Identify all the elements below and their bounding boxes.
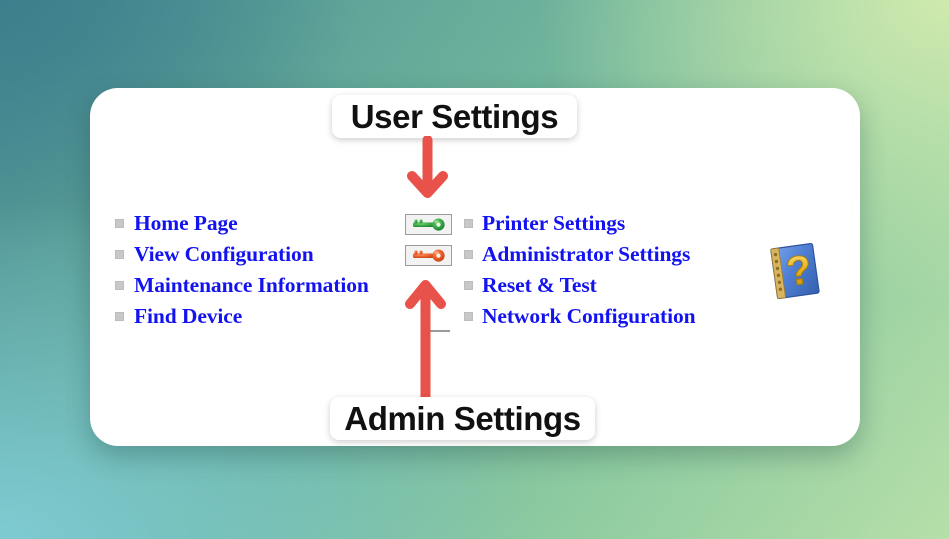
menu-link-maintenance-information[interactable]: Maintenance Information — [134, 273, 369, 297]
menu-link-find-device[interactable]: Find Device — [134, 304, 243, 328]
tree-connector-horizontal-green — [428, 330, 450, 332]
admin-settings-key-icon[interactable] — [405, 245, 452, 266]
printer-embedded-web-server-menu: Home Page View Configuration Maintenance… — [90, 88, 860, 446]
annotation-arrow-up — [405, 280, 446, 403]
bullet-find-device — [115, 312, 124, 321]
menu-link-network-configuration[interactable]: Network Configuration — [482, 304, 696, 328]
bullet-network-configuration — [464, 312, 473, 321]
bullet-printer-settings — [464, 219, 473, 228]
menu-link-reset-and-test[interactable]: Reset & Test — [482, 273, 597, 297]
green-key-icon — [412, 218, 445, 231]
bullet-home-page — [115, 219, 124, 228]
menu-link-home-page[interactable]: Home Page — [134, 211, 238, 235]
annotation-label-user-settings: User Settings — [332, 95, 577, 138]
bullet-view-configuration — [115, 250, 124, 259]
help-book-icon: ? — [770, 242, 820, 300]
help-book-icon-wrapper[interactable]: ? — [762, 238, 828, 304]
screenshot-card — [90, 88, 860, 446]
annotation-label-admin-settings: Admin Settings — [330, 397, 595, 440]
svg-text:?: ? — [783, 246, 814, 295]
menu-link-view-configuration[interactable]: View Configuration — [134, 242, 314, 266]
bullet-administrator-settings — [464, 250, 473, 259]
menu-link-administrator-settings[interactable]: Administrator Settings — [482, 242, 691, 266]
annotation-arrow-down — [407, 136, 448, 198]
bullet-reset-and-test — [464, 281, 473, 290]
bullet-maintenance-information — [115, 281, 124, 290]
menu-link-printer-settings[interactable]: Printer Settings — [482, 211, 626, 235]
red-key-icon — [412, 249, 445, 262]
user-settings-key-icon[interactable] — [405, 214, 452, 235]
